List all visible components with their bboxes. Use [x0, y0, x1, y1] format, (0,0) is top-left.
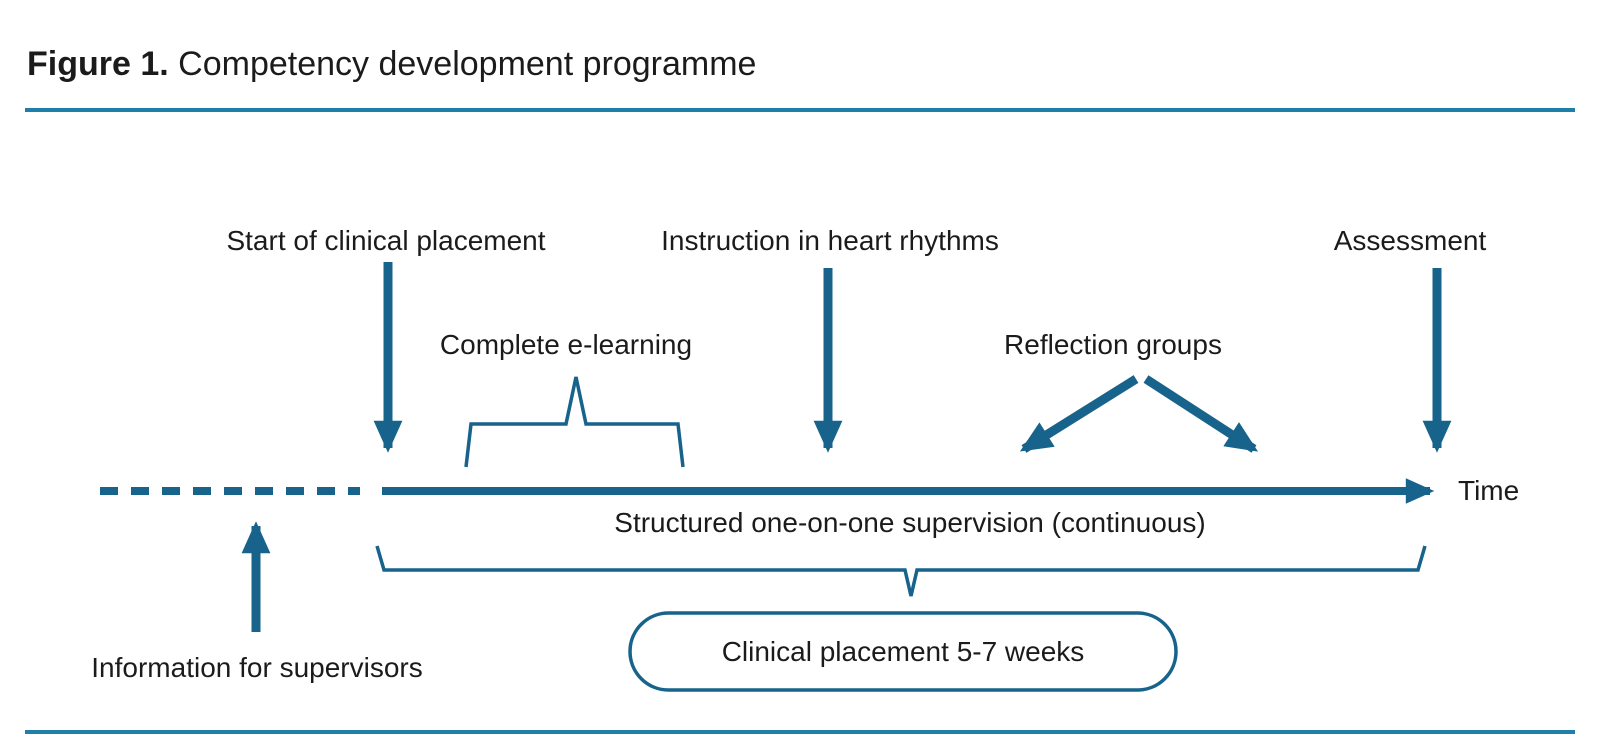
label-clinical-placement-weeks: Clinical placement 5-7 weeks: [721, 636, 1085, 667]
figure-title: Figure 1. Competency development program…: [27, 44, 756, 84]
label-start-of-placement: Start of clinical placement: [226, 225, 546, 256]
top-rule: [25, 108, 1575, 112]
reflection-arrow-right: [1143, 375, 1259, 453]
label-time-axis: Time: [1458, 475, 1520, 506]
figure-caption: Competency development programme: [178, 45, 757, 83]
label-complete-elearning: Complete e-learning: [439, 329, 693, 360]
placement-brace: [375, 545, 1427, 597]
elearning-brace: [464, 376, 685, 468]
label-reflection-groups: Reflection groups: [1004, 329, 1222, 360]
bottom-rule: [25, 730, 1575, 734]
label-supervision: Structured one-on-one supervision (conti…: [614, 507, 1206, 538]
placement-pill: [628, 611, 1178, 692]
label-information-supervisors: Information for supervisors: [91, 652, 423, 683]
figure-number: Figure 1.: [27, 45, 169, 83]
label-instruction-heart-rhythms: Instruction in heart rhythms: [661, 225, 999, 256]
label-assessment: Assessment: [1333, 225, 1487, 256]
reflection-arrow-left: [1019, 375, 1139, 453]
